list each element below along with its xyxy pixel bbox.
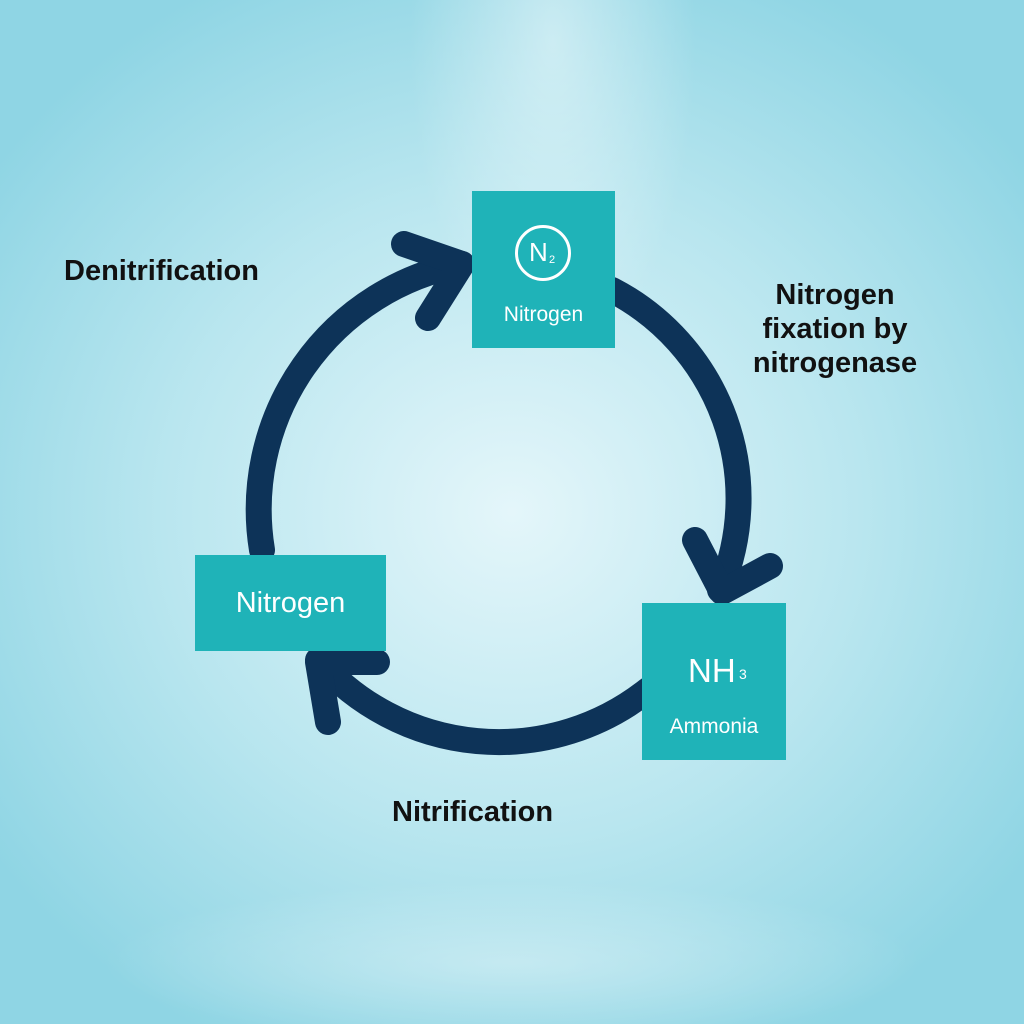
arc-denitrification — [245, 251, 475, 563]
ammonia-label: Ammonia — [669, 715, 759, 738]
fixation-line-1: Nitrogen — [775, 279, 895, 311]
nh3-subscript: 3 — [739, 666, 747, 682]
arrow-head-icon — [391, 231, 475, 331]
n2-symbol: N — [529, 237, 548, 267]
fixation-line-2: fixation by — [762, 313, 908, 345]
node-nitrogen: Nitrogen — [195, 555, 386, 651]
n2-circle-icon: N 2 — [515, 225, 571, 281]
arc-nitrification — [305, 647, 661, 756]
n2-subscript: 2 — [549, 254, 556, 266]
arc-fixation — [599, 277, 752, 603]
nitrogen-label: Nitrogen — [235, 587, 346, 619]
arrow-head-icon — [305, 649, 390, 735]
fixation-line-3: nitrogenase — [752, 347, 918, 379]
node-nitrogen-gas: N 2 Nitrogen — [472, 191, 615, 348]
step-fixation: Nitrogen fixation by nitrogenase — [735, 278, 935, 380]
node-ammonia: NH 3 Ammonia — [642, 603, 786, 760]
step-nitrification: Nitrification — [392, 796, 554, 828]
nh3-symbol: NH — [688, 652, 736, 689]
n2-label: Nitrogen — [503, 303, 584, 326]
step-denitrification: Denitrification — [64, 255, 259, 287]
arrow-head-icon — [682, 527, 783, 605]
